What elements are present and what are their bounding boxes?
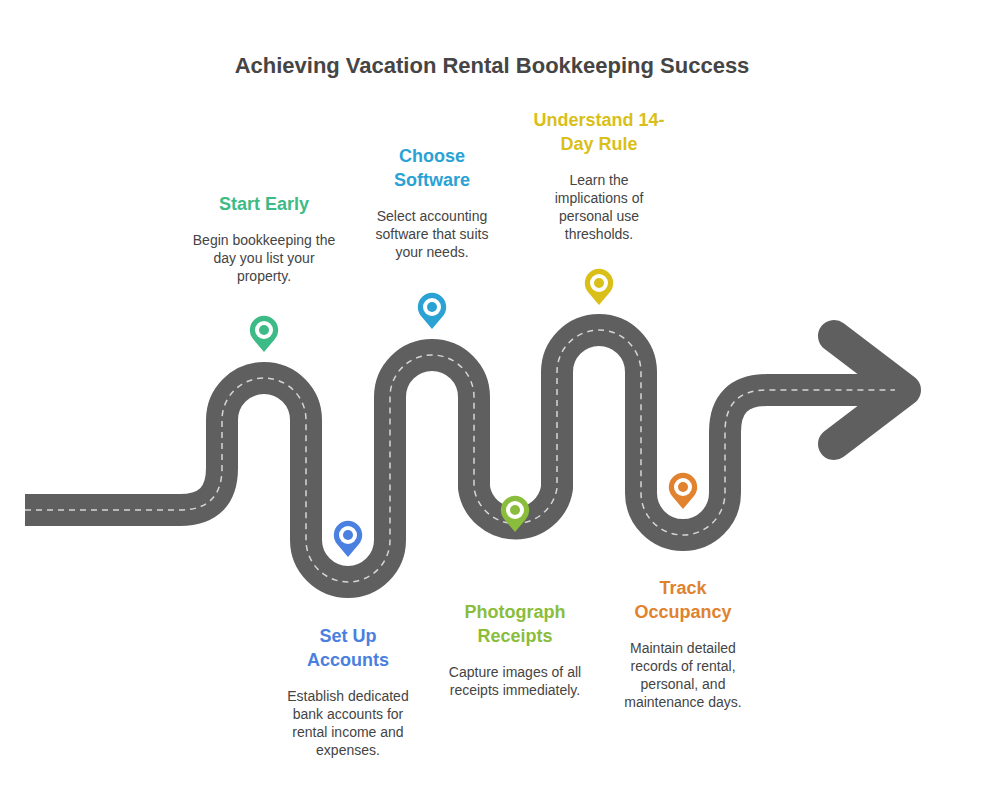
pin-shape	[669, 473, 697, 509]
road	[25, 330, 905, 582]
milestone: Photograph ReceiptsCapture images of all…	[448, 600, 583, 699]
milestone-heading: Set Up Accounts	[278, 624, 418, 672]
milestone: Choose SoftwareSelect accounting softwar…	[362, 144, 502, 261]
pin-shape	[250, 316, 278, 352]
pin-markers	[250, 269, 697, 557]
pin-dot	[594, 278, 604, 288]
milestone-description: Maintain detailed records of rental, per…	[613, 639, 753, 711]
pin-ring	[674, 478, 692, 496]
milestone-description: Establish dedicated bank accounts for re…	[278, 687, 418, 759]
pin-marker	[585, 269, 613, 305]
milestone-description: Learn the implications of personal use t…	[544, 171, 654, 243]
road-dashes	[25, 330, 895, 582]
milestone-heading: Understand 14-Day Rule	[524, 108, 674, 156]
pin-shape	[501, 496, 529, 532]
pin-shape	[585, 269, 613, 305]
milestone-description: Capture images of all receipts immediate…	[448, 663, 583, 699]
pin-marker	[250, 316, 278, 352]
milestone-heading: Choose Software	[367, 144, 497, 192]
pin-shape	[418, 293, 446, 329]
milestone-description: Begin bookkeeping the day you list your …	[189, 231, 339, 285]
pin-dot	[259, 325, 269, 335]
milestone-heading: Start Early	[194, 192, 334, 216]
milestone-heading: Photograph Receipts	[450, 600, 580, 648]
pin-marker	[334, 521, 362, 557]
milestone: Track OccupancyMaintain detailed records…	[613, 576, 753, 711]
pin-ring	[423, 298, 441, 316]
diagram-title: Achieving Vacation Rental Bookkeeping Su…	[0, 52, 984, 80]
pin-dot	[343, 530, 353, 540]
pin-ring	[255, 321, 273, 339]
pin-shape	[334, 521, 362, 557]
pin-marker	[501, 496, 529, 532]
pin-dot	[427, 302, 437, 312]
pin-ring	[339, 526, 357, 544]
milestone-description: Select accounting software that suits yo…	[362, 207, 502, 261]
milestone-heading: Track Occupancy	[618, 576, 748, 624]
pin-dot	[678, 482, 688, 492]
milestone: Understand 14-Day RuleLearn the implicat…	[524, 108, 674, 243]
milestone: Set Up AccountsEstablish dedicated bank …	[278, 624, 418, 759]
pin-marker	[669, 473, 697, 509]
pin-marker	[418, 293, 446, 329]
pin-dot	[510, 505, 520, 515]
pin-ring	[590, 274, 608, 292]
pin-ring	[506, 501, 524, 519]
milestone: Start EarlyBegin bookkeeping the day you…	[189, 192, 339, 285]
